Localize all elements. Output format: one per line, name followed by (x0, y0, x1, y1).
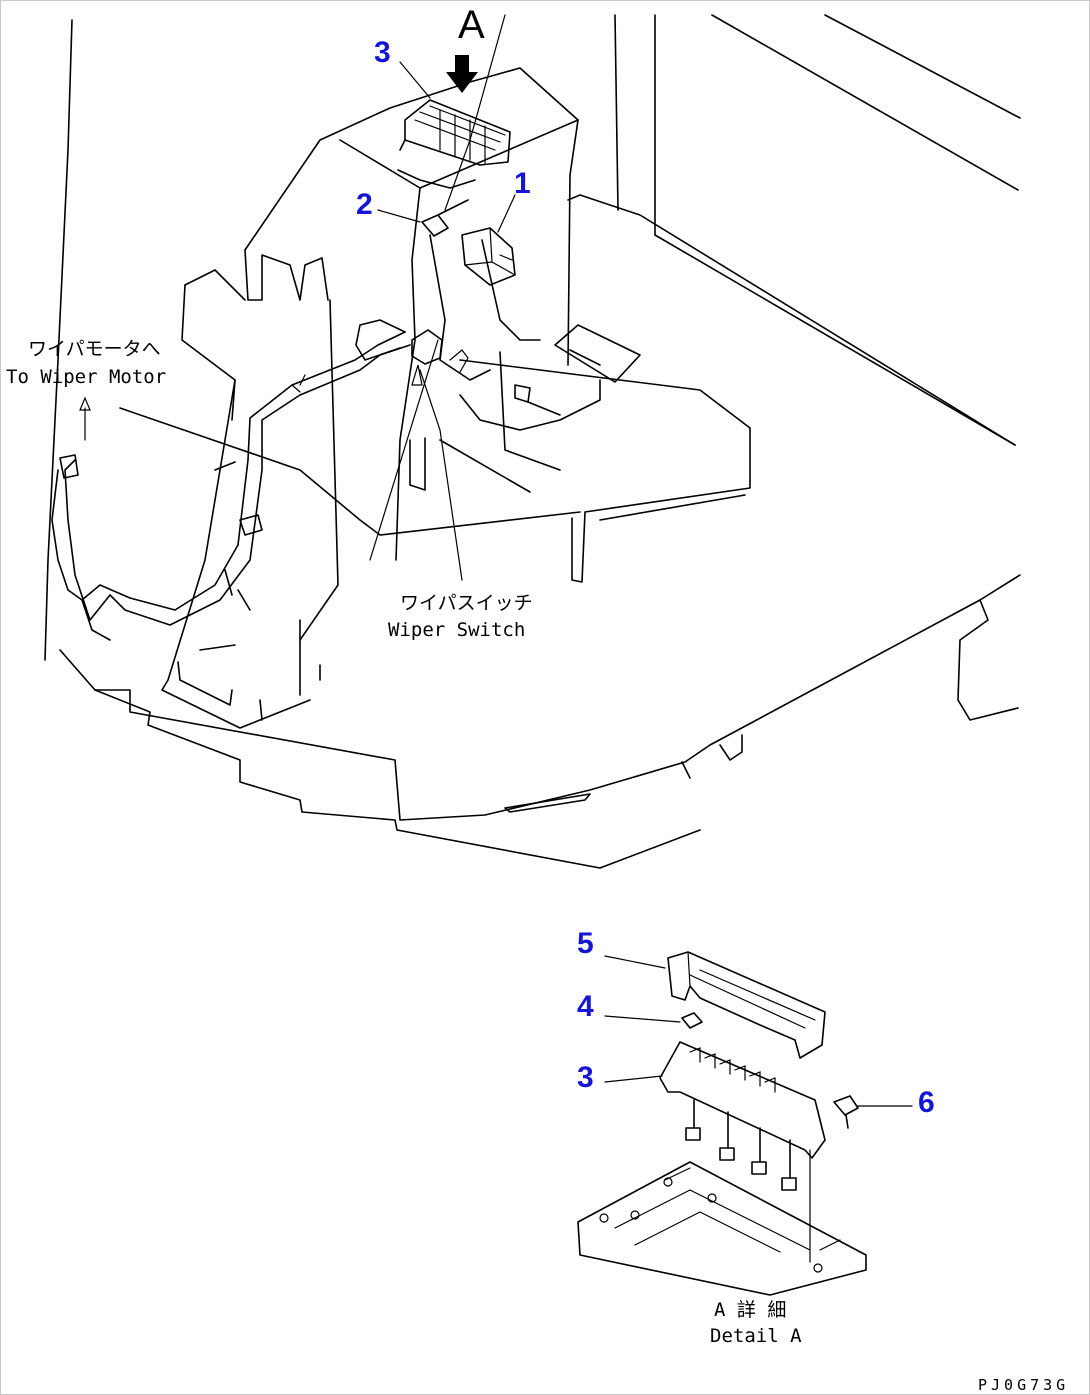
wiper-motor-label-en: To Wiper Motor (6, 366, 166, 388)
fuse (681, 1012, 703, 1029)
leader-lines (79, 14, 913, 1107)
drawing-code: PJ0G73G (978, 1376, 1069, 1394)
wiper-switch-part (411, 324, 641, 383)
callout-5: 5 (577, 927, 594, 960)
wiper-motor-label-jp: ワイパモータへ (28, 338, 161, 360)
fuse-block (659, 1041, 826, 1159)
fuse-box-cover (667, 951, 826, 1059)
callout-6: 6 (918, 1086, 935, 1119)
wiper-relay (421, 199, 516, 286)
wiring-harness (51, 319, 601, 641)
callout-1: 1 (514, 167, 531, 200)
view-arrow (446, 55, 478, 93)
callout-4: 4 (577, 990, 594, 1023)
detail-a-assembly (577, 951, 867, 1296)
wiper-switch-label-en: Wiper Switch (388, 619, 525, 641)
wiper-switch-label-jp: ワイパスイッチ (400, 592, 533, 614)
callout-3-detail: 3 (577, 1061, 594, 1094)
detail-label-jp: A 詳 細 (714, 1299, 786, 1321)
callout-3-top: 3 (374, 36, 391, 69)
callout-2: 2 (356, 188, 373, 221)
console-column (161, 67, 751, 729)
mounting-plate (577, 1161, 867, 1296)
detail-label-en: Detail A (710, 1325, 802, 1347)
cab-structure (44, 14, 1021, 869)
fuse-box (397, 99, 511, 189)
mounting-screw (833, 1095, 859, 1129)
view-letter: A (458, 3, 485, 47)
